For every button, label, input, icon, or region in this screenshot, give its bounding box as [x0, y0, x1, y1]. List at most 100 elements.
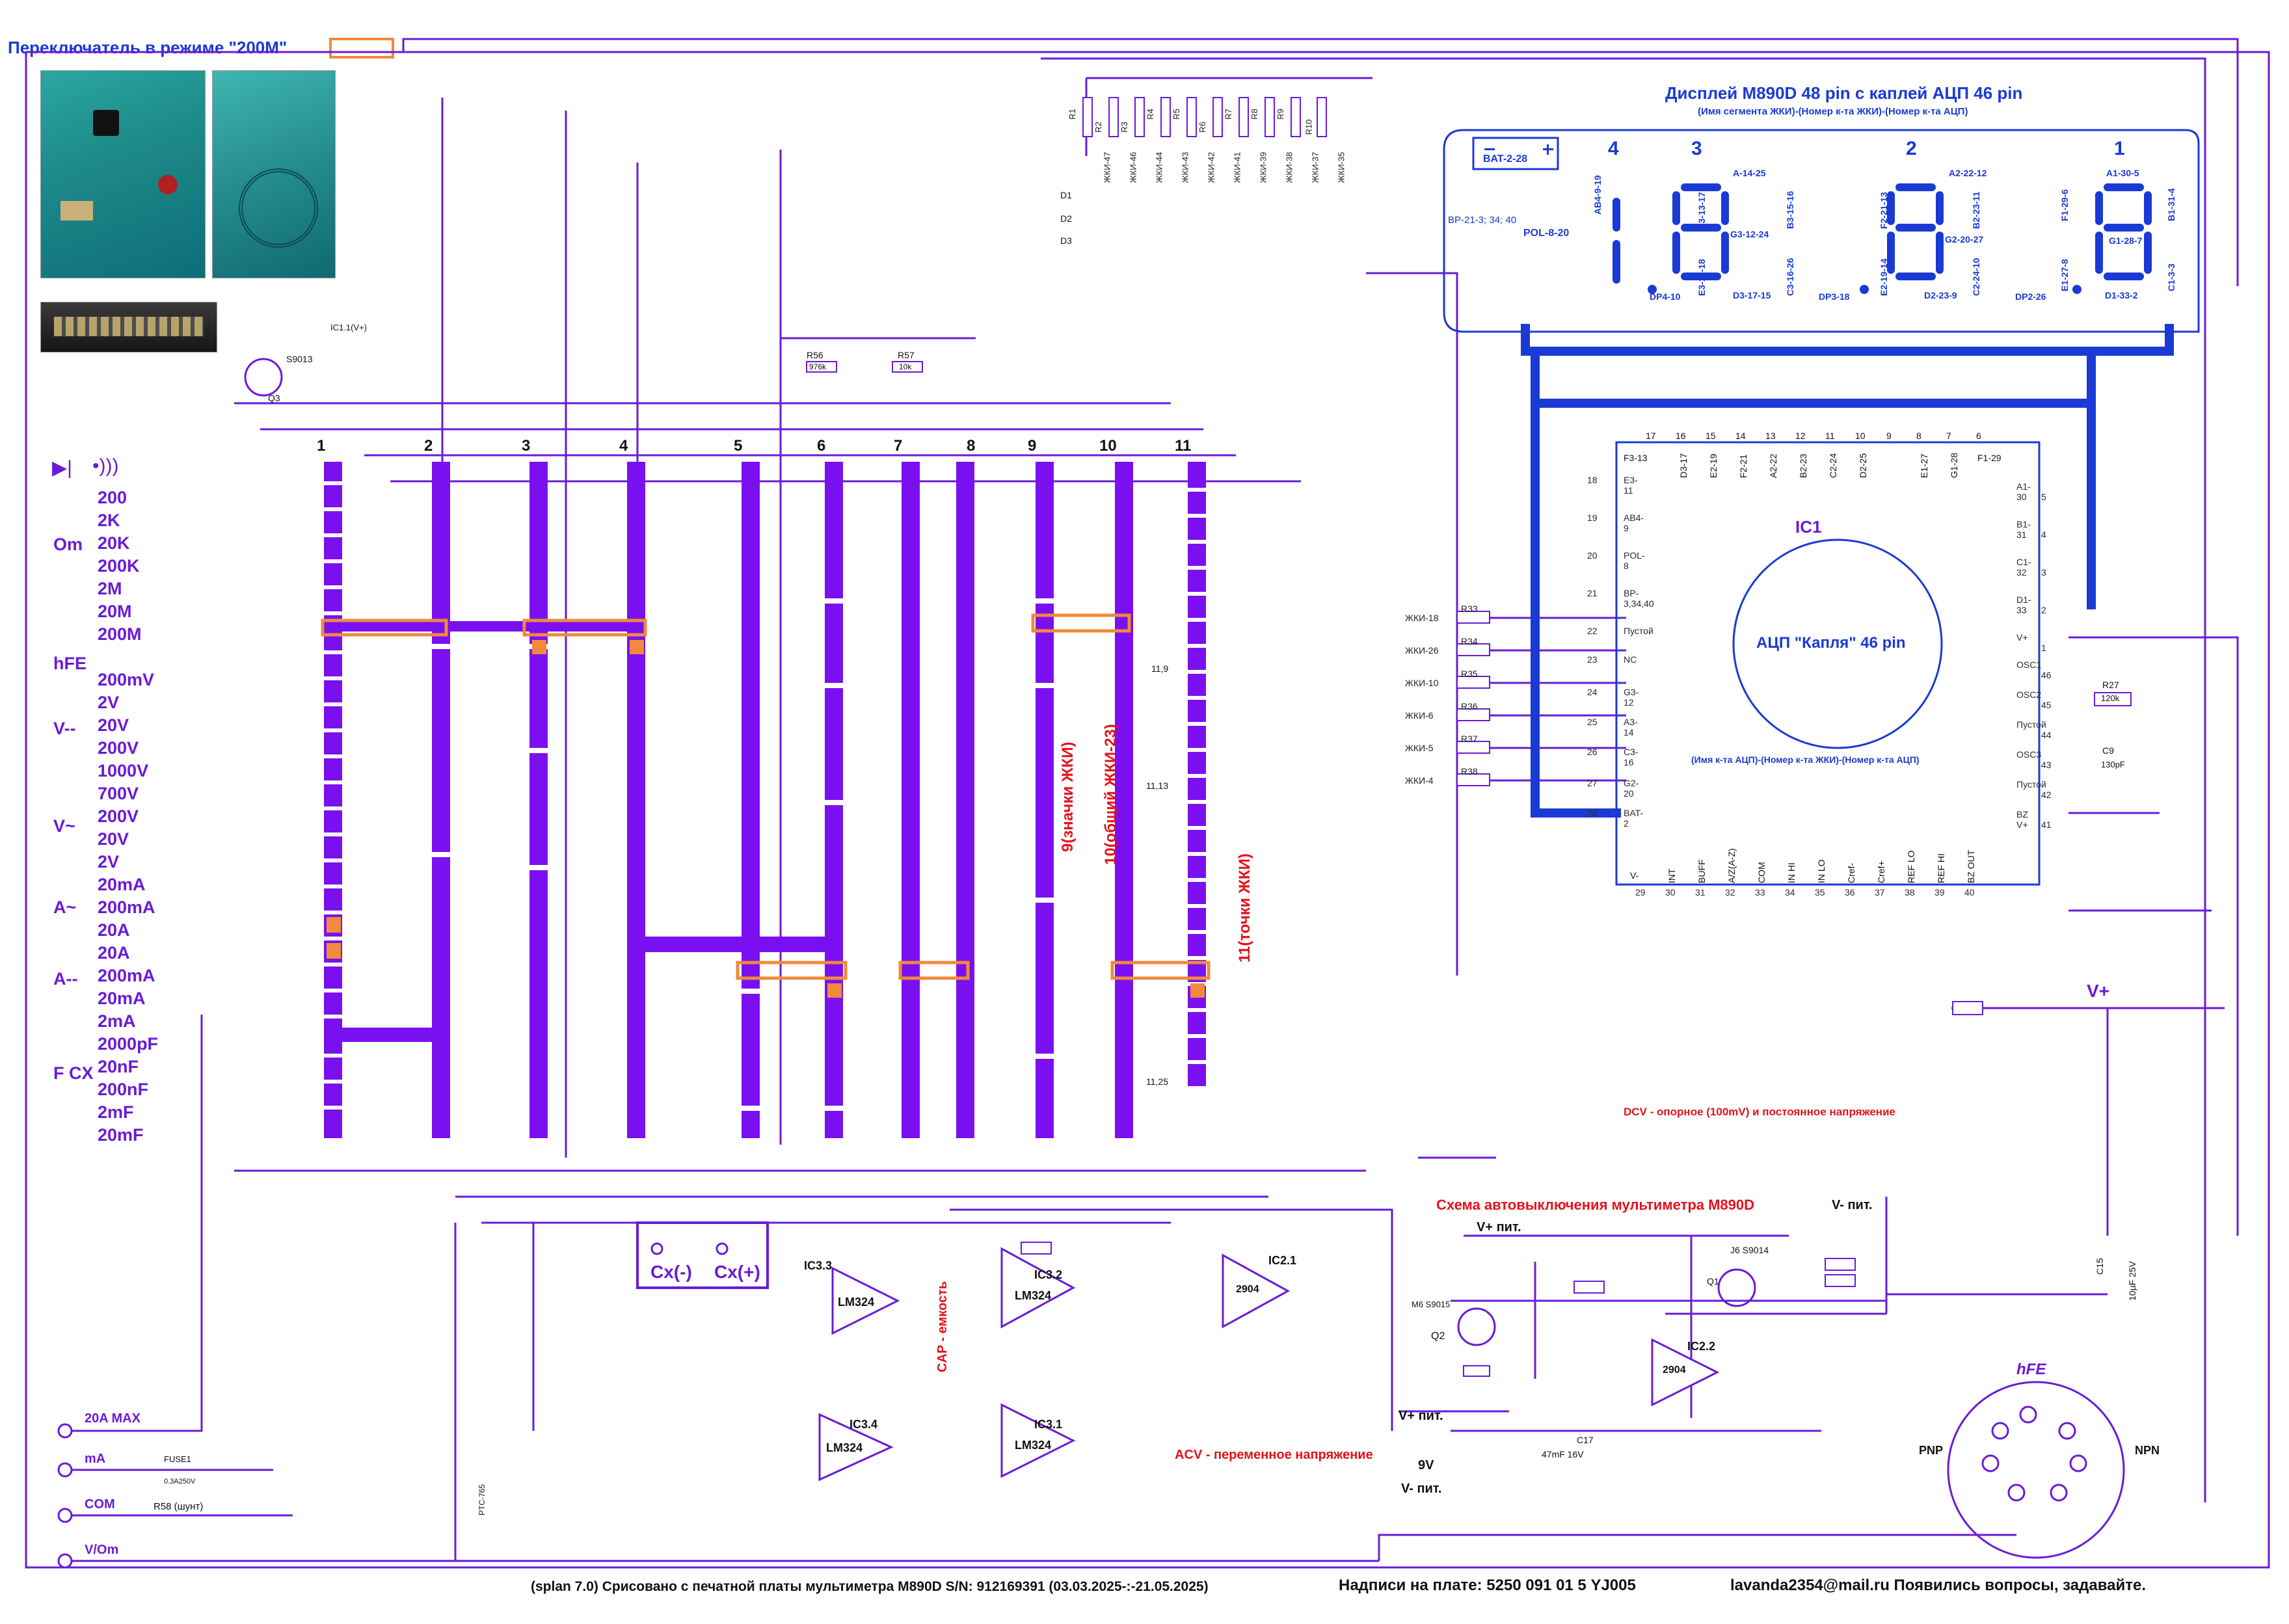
r57-label: R57: [898, 350, 915, 360]
seg-d3: D3-17-15: [1733, 290, 1771, 300]
ic2904-a: 2904: [1236, 1284, 1259, 1295]
ic1-top-name: F1-29: [1977, 453, 2001, 463]
ic1-top-pin: 16: [1676, 431, 1686, 441]
range-item: 1000V: [98, 761, 149, 780]
ic1-top-pin: 9: [1886, 431, 1892, 441]
dcv-note: DCV - опорное (100mV) и постоянное напря…: [1624, 1106, 1895, 1118]
autooff-title: Схема автовыключения мультиметра M890D: [1436, 1197, 1755, 1213]
seg-c1: C1-3-3: [2166, 263, 2176, 291]
ic1-bottom-name: A/Z(A-Z): [1726, 848, 1737, 883]
digit-3: 3: [1691, 138, 1702, 159]
vminus-pit-2: V- пит.: [1401, 1482, 1442, 1496]
ic1-top-pin: 10: [1855, 431, 1866, 441]
j6-label: J6 S9014: [1730, 1245, 1769, 1255]
seg-d2: D2-23-9: [1924, 290, 1957, 300]
ic11-label: IC1.1(V+): [330, 323, 367, 332]
hfe-socket-label: hFE: [2016, 1361, 2046, 1378]
switch-col-11: 11: [1175, 437, 1192, 455]
d3-label: D3: [1060, 235, 1072, 246]
display-title: Дисплей M890D 48 pin с каплей АЦП 46 pin: [1665, 83, 2023, 103]
range-item: 2V: [98, 693, 120, 712]
jack-20a: 20A MAX: [85, 1411, 141, 1426]
pcb-photo-front: [40, 70, 206, 278]
c17-label: C17: [1577, 1435, 1594, 1445]
switch-col-9: 9: [1028, 437, 1037, 455]
range-item: 2mA: [98, 1011, 136, 1031]
range-item: 2000pF: [98, 1034, 159, 1054]
seg-c2: C2-24-10: [1971, 258, 1981, 296]
d2-label: D2: [1060, 213, 1072, 224]
seg-a3: A-14-25: [1733, 168, 1766, 178]
seg-a1: A1-30-5: [2106, 168, 2139, 178]
range-item: 2mF: [98, 1102, 134, 1122]
fuse-label: FUSE1: [164, 1454, 191, 1464]
range-item: 200mA: [98, 898, 155, 917]
seg-f1: F1-29-6: [2059, 189, 2070, 221]
r58-label: R58 (шунт): [154, 1501, 204, 1512]
col11-mark: 11,9: [1151, 663, 1169, 674]
range-group-vdc: V--: [53, 719, 76, 738]
ic31-label: IC3.1: [1034, 1418, 1063, 1431]
q3-label: Q3: [268, 393, 280, 403]
range-group-aac: A~: [53, 898, 77, 917]
range-item: 20mF: [98, 1125, 144, 1145]
range-group-adc: A--: [53, 969, 78, 989]
switch-col-4: 4: [619, 437, 628, 455]
vplus-pit-2: V+ пит.: [1399, 1409, 1443, 1423]
ic1-top-pin: 8: [1916, 431, 1921, 441]
switch-col-8: 8: [967, 437, 976, 455]
r27-value: 120k: [2101, 693, 2120, 703]
vplus-pit-1: V+ пит.: [1477, 1220, 1521, 1234]
jack-com: COM: [85, 1497, 115, 1511]
digit-4: 4: [1608, 138, 1619, 159]
lcd-ref-labels: ЖКИ-47 ЖКИ-46 ЖКИ-44 ЖКИ-43 ЖКИ-42 ЖКИ-4…: [1102, 152, 1346, 183]
ptc-label: PTC-765: [477, 1484, 487, 1515]
seg-d1: D1-33-2: [2105, 290, 2138, 300]
nine-v: 9V: [1418, 1458, 1434, 1472]
c9-value: 130pF: [2101, 760, 2125, 769]
switch-col-2: 2: [424, 437, 433, 455]
c15-label: C15: [2095, 1258, 2105, 1275]
col10-label: 10(общий ЖКИ-23): [1102, 724, 1119, 865]
r56-label: R56: [807, 350, 823, 360]
range-item: 200mV: [98, 670, 155, 689]
range-item: 2V: [98, 852, 120, 872]
ic1-top-pin: 6: [1976, 431, 1981, 441]
ic2904-b: 2904: [1663, 1364, 1686, 1376]
footer-contact: lavanda2354@mail.ru Появились вопросы, з…: [1730, 1577, 2147, 1594]
range-item: 20K: [98, 533, 130, 553]
col11-mark: 11,13: [1146, 780, 1168, 791]
footer-plate: Надписи на плате: 5250 091 01 5 YJ005: [1339, 1577, 1636, 1594]
seg-a2: A2-22-12: [1949, 168, 1987, 178]
switch-col-10: 10: [1099, 437, 1117, 455]
ic1-top-name: D2-25: [1858, 453, 1868, 478]
switch-col-5: 5: [734, 437, 743, 455]
switch-col-6: 6: [817, 437, 826, 455]
range-item: 2M: [98, 579, 122, 598]
range-item: 200: [98, 488, 127, 507]
col9-label: 9(значки ЖКИ): [1059, 741, 1077, 852]
ic1-bottom-name: Cref+: [1876, 860, 1886, 883]
npn-label: NPN: [2135, 1444, 2160, 1457]
range-item: 200K: [98, 556, 140, 576]
range-item: 200V: [98, 738, 139, 758]
range-item: 200V: [98, 806, 139, 826]
lcd-connector-photo: [40, 302, 217, 353]
range-item: 20M: [98, 602, 132, 621]
ic21-label: IC2.1: [1268, 1254, 1297, 1267]
ic1-top-name: A2-22: [1768, 453, 1778, 478]
range-item: 20V: [98, 829, 129, 849]
switch-col-7: 7: [894, 437, 903, 455]
seg-b3: B3-15-16: [1785, 191, 1795, 229]
ic1-top-pin: 14: [1735, 431, 1746, 441]
ic1-top-name: C2-24: [1828, 453, 1838, 478]
ic1-bottom-name: REF HI: [1936, 853, 1946, 883]
seg-e2: E2-19-14: [1879, 258, 1889, 296]
switch-mode-note: Переключатель в режиме "200М": [8, 38, 288, 57]
seg-e1: E1-27-8: [2059, 259, 2070, 291]
ic1-adc-label: АЦП "Капля" 46 pin: [1756, 634, 1906, 652]
cx-plus: Cx(+): [714, 1262, 760, 1282]
cx-minus: Cx(-): [650, 1262, 692, 1282]
s9013-label: S9013: [286, 354, 313, 364]
